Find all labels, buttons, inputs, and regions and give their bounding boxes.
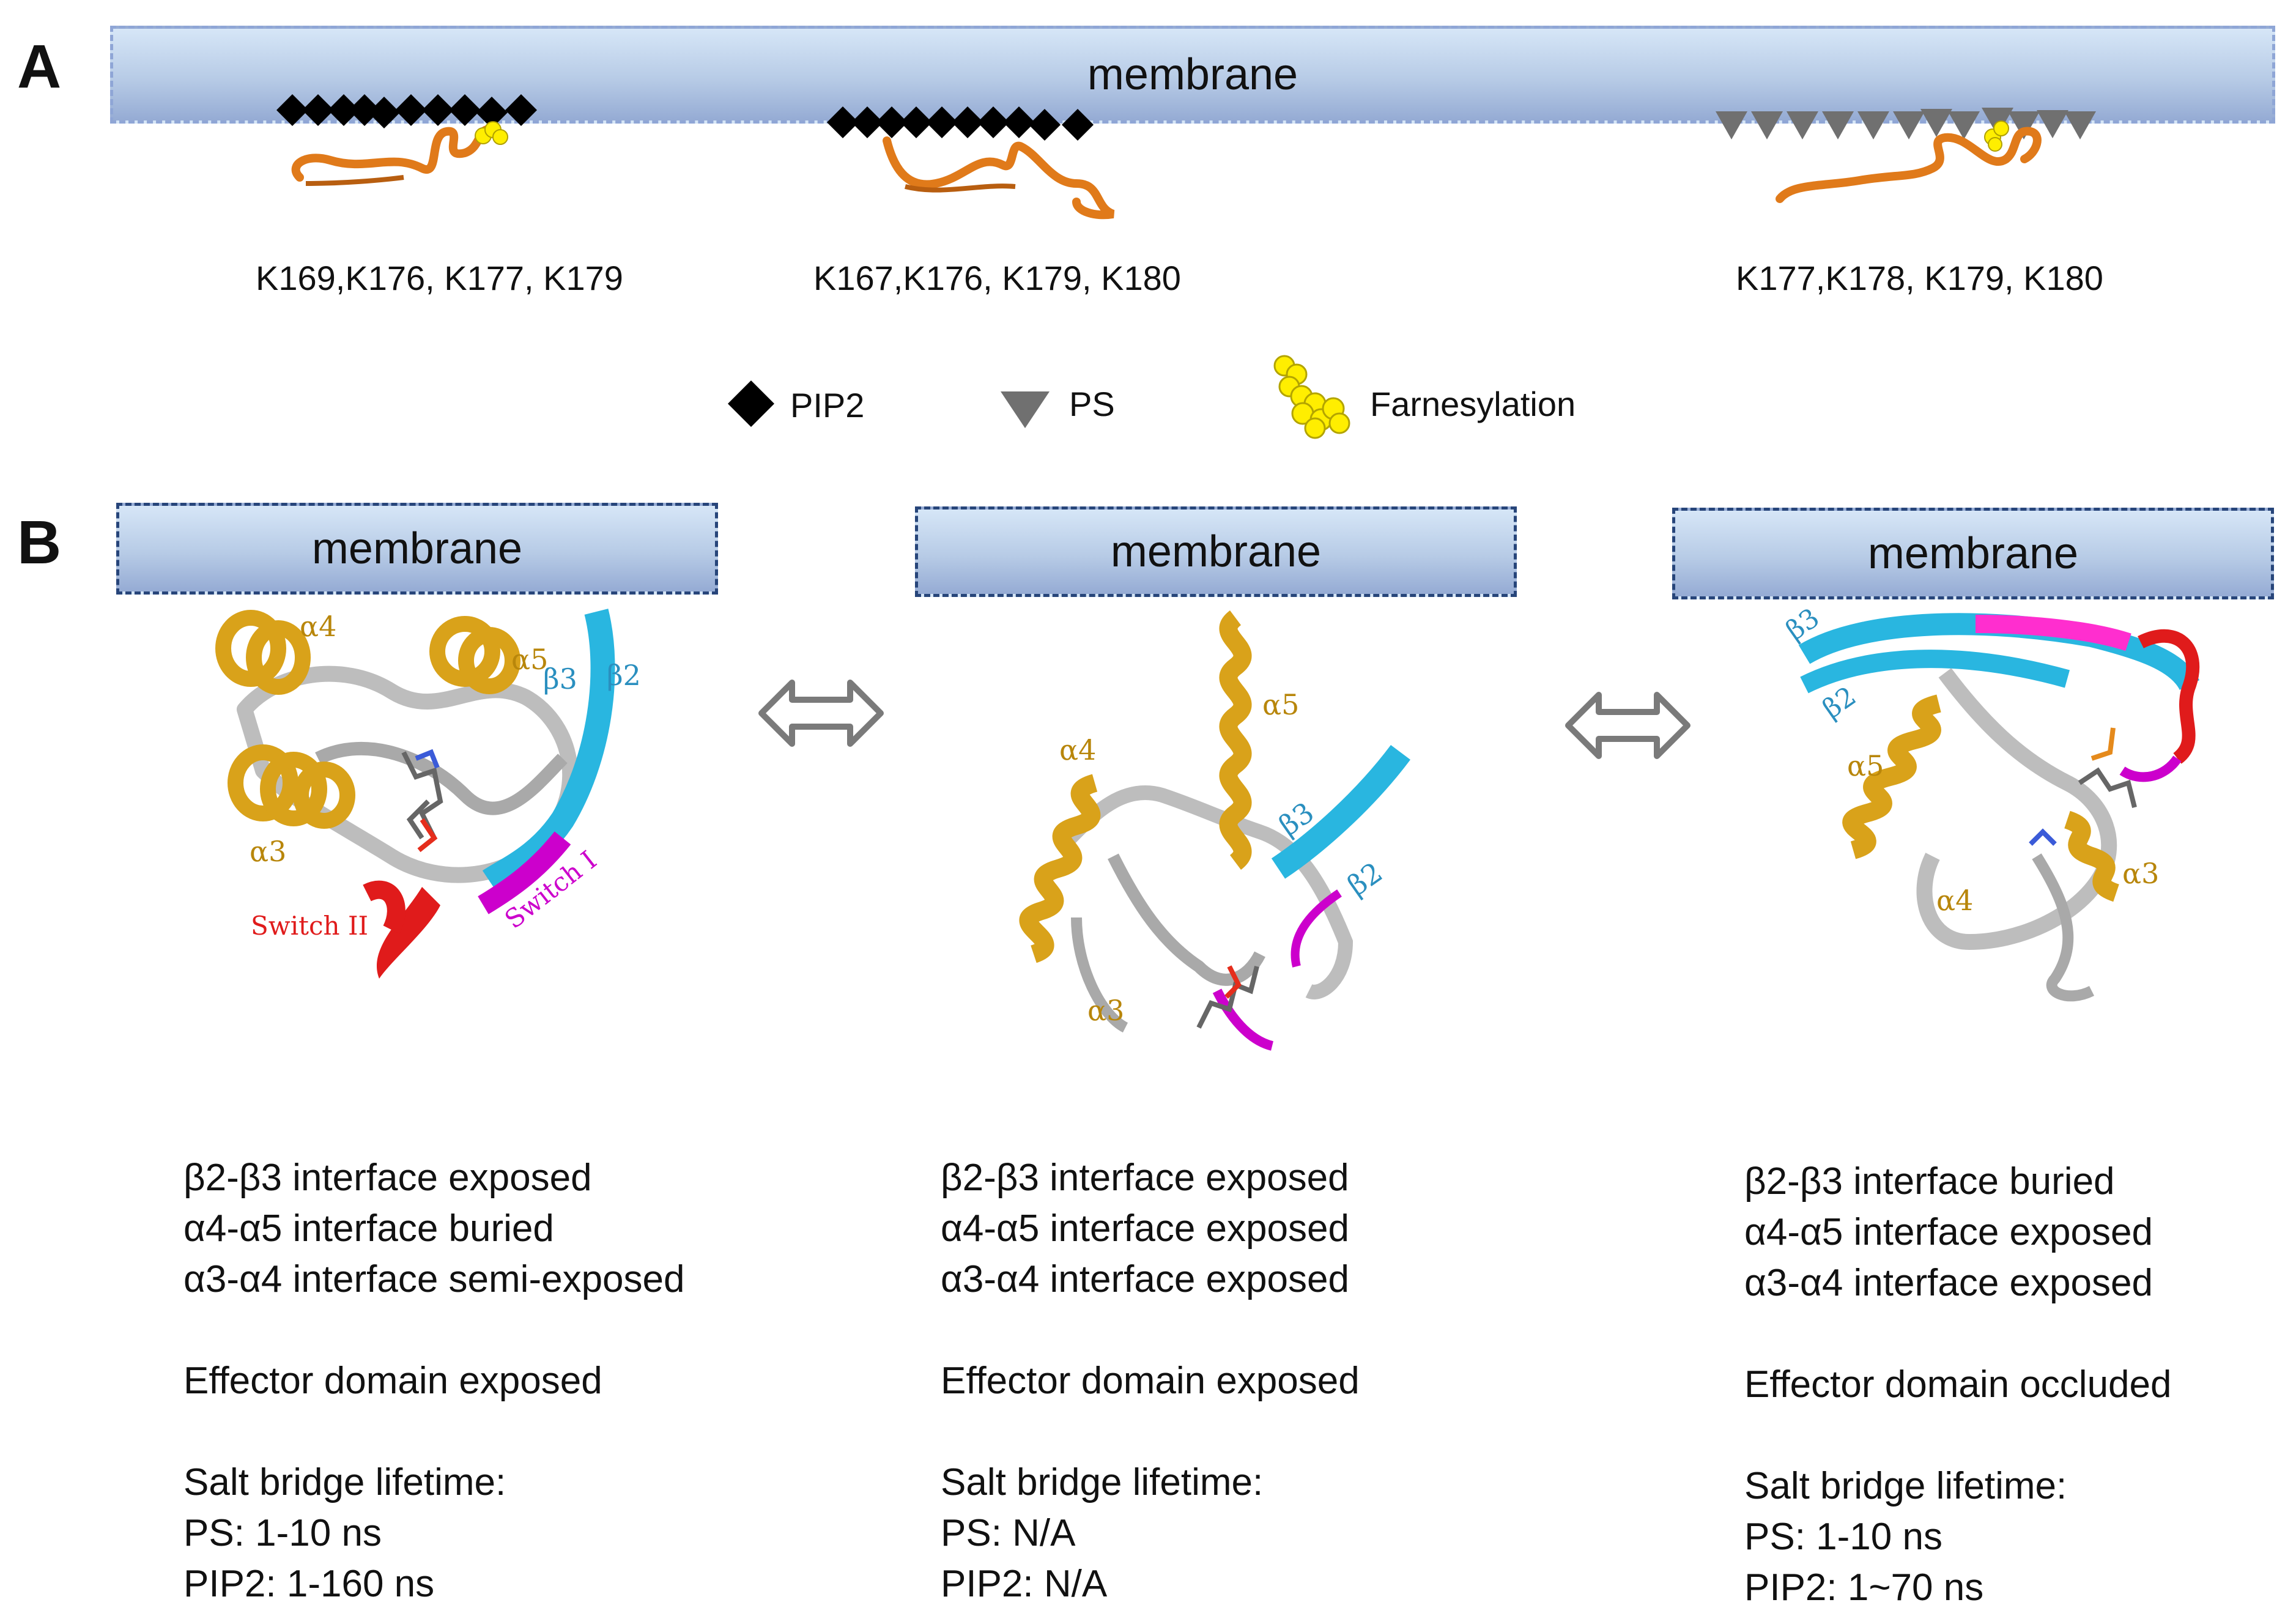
state-1-pip2: PIP2: 1-160 ns xyxy=(183,1563,435,1605)
membrane-box-1: membrane xyxy=(116,503,718,595)
structure-1-b2-label: β2 xyxy=(607,659,641,692)
structure-1-b3-label: β3 xyxy=(543,662,577,695)
structure-3-b2-label: β2 xyxy=(1817,681,1862,725)
farnesylation-icon xyxy=(1273,355,1350,439)
state-1-salt-title: Salt bridge lifetime: xyxy=(183,1461,506,1503)
state-3-line-3: α3-α4 interface exposed xyxy=(1744,1262,2153,1304)
membrane-label: membrane xyxy=(311,524,523,573)
state-3-description: β2-β3 interface buried α4-α5 interface e… xyxy=(1744,1156,2172,1613)
conformation-1-farnesyl xyxy=(475,121,508,145)
structure-2-b2-label: β2 xyxy=(1341,856,1388,902)
state-1-line-2: α4-α5 interface buried xyxy=(183,1207,554,1250)
conformation-1-diamonds xyxy=(276,94,537,128)
state-2-salt-title: Salt bridge lifetime: xyxy=(941,1461,1264,1503)
structure-1: α4 α5 β3 β2 α3 Switch II Switch I xyxy=(215,609,641,979)
conformation-1-residues: K169,K176, K177, K179 xyxy=(256,259,623,297)
equilibrium-arrow-2-icon xyxy=(1565,692,1691,759)
conformation-2-diamonds xyxy=(827,106,1094,141)
structure-2: α5 α4 β3 β2 α3 xyxy=(1019,610,1410,1051)
state-3-pip2: PIP2: 1~70 ns xyxy=(1744,1566,1984,1609)
panel-b-structures: α4 α5 β3 β2 α3 Switch II Switch I α5 α4 … xyxy=(215,602,2200,1051)
panel-a-drawing xyxy=(276,94,2096,439)
membrane-box-3: membrane xyxy=(1672,508,2274,599)
membrane-label: membrane xyxy=(1087,50,1298,99)
structure-1-a3-label: α3 xyxy=(250,835,286,868)
state-1-line-3: α3-α4 interface semi-exposed xyxy=(183,1258,685,1300)
structure-2-a3-label: α3 xyxy=(1087,994,1124,1027)
conformation-2-tail xyxy=(883,136,1115,220)
pip2-diamond-icon xyxy=(728,380,774,427)
legend-pip2-label: PIP2 xyxy=(790,386,865,424)
conformation-3-tail xyxy=(1776,127,2042,203)
state-2-description: β2-β3 interface exposed α4-α5 interface … xyxy=(941,1152,1360,1609)
state-2-line-2: α4-α5 interface exposed xyxy=(941,1207,1349,1250)
conformation-3-farnesyl xyxy=(1984,120,2009,152)
state-3-effector: Effector domain occluded xyxy=(1744,1363,2172,1406)
structure-2-a5-label: α5 xyxy=(1262,688,1299,721)
structure-2-a4-label: α4 xyxy=(1059,733,1096,766)
membrane-label: membrane xyxy=(1867,529,2079,578)
structure-1-switch2-label: Switch II xyxy=(251,911,368,941)
state-2-line-1: β2-β3 interface exposed xyxy=(941,1157,1349,1199)
state-3-salt-title: Salt bridge lifetime: xyxy=(1744,1465,2067,1507)
legend-ps-label: PS xyxy=(1069,385,1115,423)
membrane-label: membrane xyxy=(1110,527,1322,576)
state-3-line-1: β2-β3 interface buried xyxy=(1744,1160,2115,1203)
legend-farnesylation-label: Farnesylation xyxy=(1370,385,1576,423)
state-2-ps: PS: N/A xyxy=(941,1512,1076,1554)
structure-1-a5-label: α5 xyxy=(511,643,548,676)
state-3-ps: PS: 1-10 ns xyxy=(1744,1516,1942,1558)
structure-3-a5-label: α5 xyxy=(1847,749,1884,782)
state-2-line-3: α3-α4 interface exposed xyxy=(941,1258,1349,1300)
state-2-pip2: PIP2: N/A xyxy=(941,1563,1108,1605)
conformation-1-tail xyxy=(291,125,500,182)
structure-3-a3-label: α3 xyxy=(2122,857,2159,890)
structure-3-a4-label: α4 xyxy=(1936,884,1973,917)
structure-3: β3 β2 α5 α3 α4 xyxy=(1780,602,2200,1002)
panel-b-letter: B xyxy=(17,508,62,577)
conformation-2-residues: K167,K176, K179, K180 xyxy=(813,259,1181,297)
state-1-ps: PS: 1-10 ns xyxy=(183,1512,382,1554)
state-2-effector: Effector domain exposed xyxy=(941,1360,1360,1402)
membrane-box-2: membrane xyxy=(915,506,1517,597)
panel-a-letter: A xyxy=(17,32,62,101)
state-1-effector: Effector domain exposed xyxy=(183,1360,602,1402)
ps-triangle-icon xyxy=(1001,391,1050,428)
state-1-line-1: β2-β3 interface exposed xyxy=(183,1157,592,1199)
structure-1-a4-label: α4 xyxy=(300,610,336,643)
equilibrium-arrow-1-icon xyxy=(758,680,884,747)
conformation-3-residues: K177,K178, K179, K180 xyxy=(1736,259,2103,297)
state-1-description: β2-β3 interface exposed α4-α5 interface … xyxy=(183,1152,685,1609)
state-3-line-2: α4-α5 interface exposed xyxy=(1744,1211,2153,1253)
